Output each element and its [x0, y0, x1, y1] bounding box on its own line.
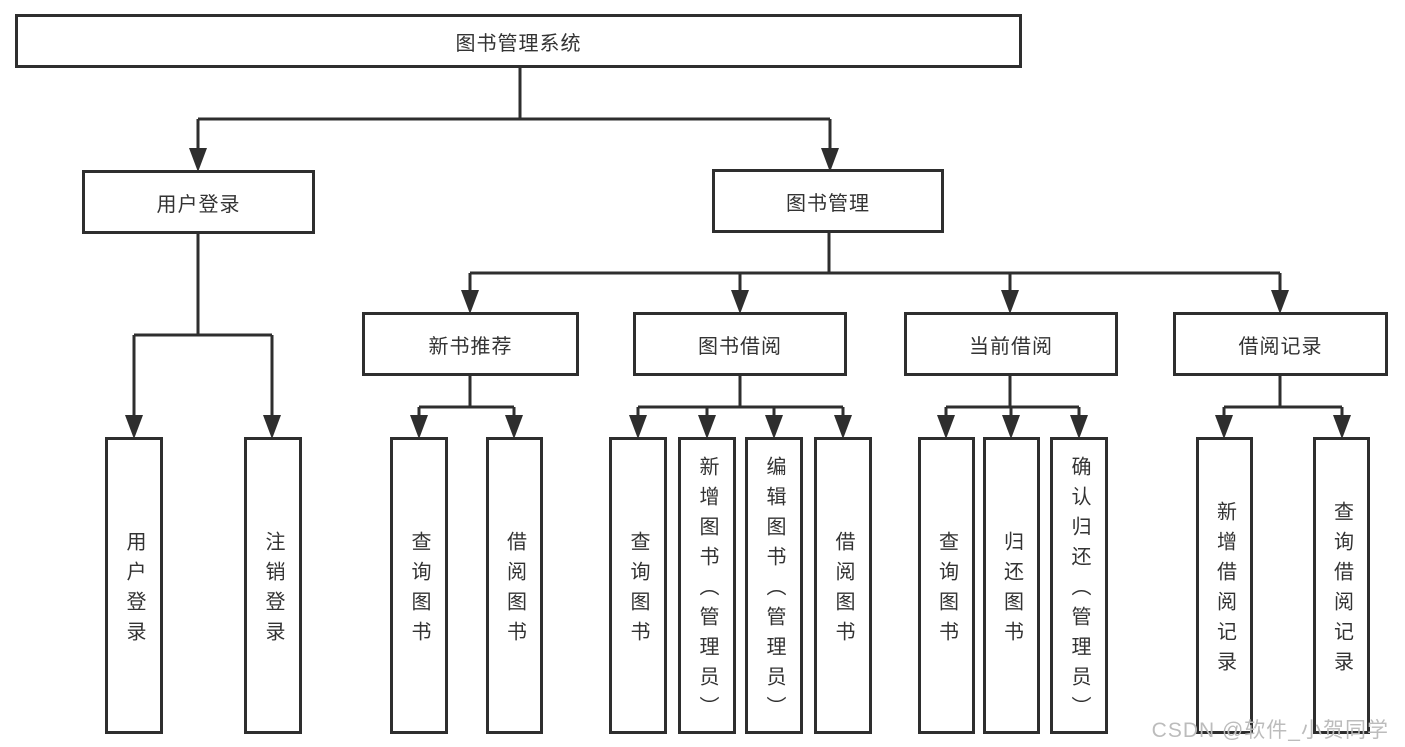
node-borrowing-records: 借阅记录: [1173, 312, 1388, 376]
node-label: 注销登录: [262, 530, 284, 651]
node-library-system: 图书管理系统: [15, 14, 1022, 68]
node-borrow-books: 借阅图书: [486, 437, 543, 734]
node-label: 借阅图书: [503, 530, 526, 651]
node-query-books: 查询图书: [918, 437, 975, 734]
node-current-borrowing: 当前借阅: [904, 312, 1118, 376]
arrowheads: [125, 148, 1351, 439]
watermark: CSDN @软件_小贺同学: [1151, 719, 1389, 742]
node-label: 用户登录: [123, 530, 145, 651]
node-query-borrow-record: 查询借阅记录: [1313, 437, 1370, 734]
node-borrow-books: 借阅图书: [814, 437, 872, 734]
node-label: 查询图书: [408, 530, 430, 651]
node-query-books: 查询图书: [609, 437, 667, 734]
node-return-books: 归还图书: [983, 437, 1040, 734]
node-logout: 注销登录: [244, 437, 302, 734]
node-label: 借阅图书: [832, 530, 854, 651]
node-book-borrowing: 图书借阅: [633, 312, 847, 376]
node-confirm-return-admin: 确认归还（管理员）: [1050, 437, 1108, 734]
node-user-login-leaf: 用户登录: [105, 437, 163, 734]
node-label: 查询借阅记录: [1330, 500, 1353, 681]
node-add-books-admin: 新增图书（管理员）: [678, 437, 736, 734]
node-label: 编辑图书（管理员）: [763, 455, 785, 726]
node-book-management: 图书管理: [712, 169, 944, 233]
node-label: 查询图书: [627, 530, 649, 651]
node-label: 新增图书（管理员）: [696, 455, 718, 726]
node-edit-books-admin: 编辑图书（管理员）: [745, 437, 803, 734]
node-add-borrow-record: 新增借阅记录: [1196, 437, 1253, 734]
node-new-book-recommend: 新书推荐: [362, 312, 579, 376]
node-user-login-branch: 用户登录: [82, 170, 315, 234]
node-query-books: 查询图书: [390, 437, 448, 734]
node-label: 确认归还（管理员）: [1068, 455, 1090, 726]
node-label: 新增借阅记录: [1213, 500, 1236, 681]
node-label: 查询图书: [935, 530, 958, 651]
node-label: 归还图书: [1000, 530, 1023, 651]
